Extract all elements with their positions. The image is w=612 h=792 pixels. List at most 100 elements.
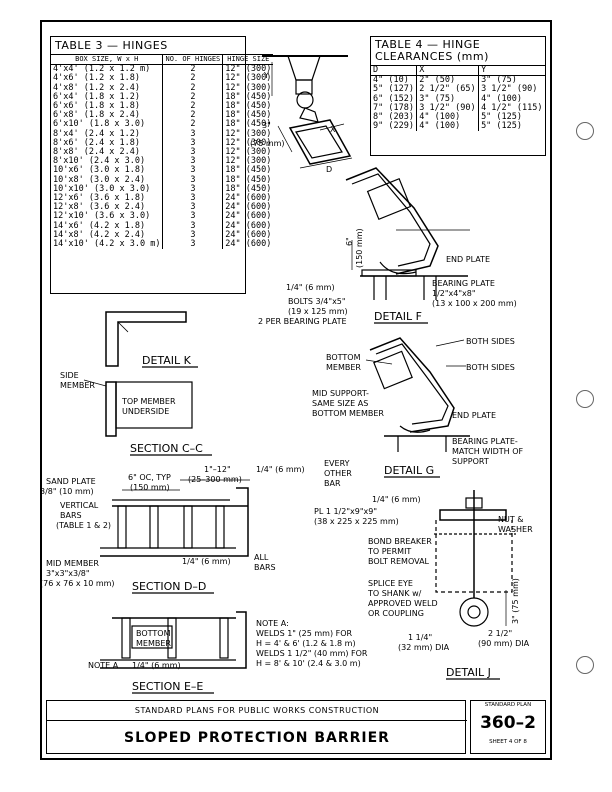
- spacing-metric: (150 mm): [130, 483, 170, 492]
- table-4-row: 6" (152)3" (75)4" (100): [371, 94, 545, 104]
- side-member-label: SIDE: [60, 371, 79, 380]
- table-3-cell: 12'x6' (3.6 x 1.8): [51, 193, 164, 204]
- table-3-cell: 12" (300): [225, 137, 272, 148]
- table-4-cell: 4" (10): [371, 75, 418, 86]
- splice-label-2: TO SHANK w/: [367, 589, 422, 598]
- bolts-metric: (19 x 125 mm): [288, 307, 348, 316]
- table-4-cell: 4" (100): [416, 122, 480, 132]
- all-bars-label-2: BARS: [254, 563, 276, 572]
- bolts-count: 2 PER BEARING PLATE: [258, 317, 347, 326]
- end-plate-label-g: END PLATE: [452, 411, 496, 420]
- table-3-cell: 3: [162, 212, 224, 222]
- bond-breaker-label-3: BOLT REMOVAL: [368, 557, 430, 566]
- table-4-subtitle: CLEARANCES (mm): [375, 50, 489, 63]
- note-a-line-4: H = 8' & 10' (2.4 & 3.0 m): [256, 659, 361, 668]
- bolts-label: BOLTS 3/4"x5": [288, 297, 346, 306]
- detail-f-title: DETAIL F: [374, 310, 422, 323]
- table-3-cell: 18" (450): [225, 165, 272, 176]
- dim-3in: 3": [262, 121, 271, 130]
- note-a-ref: NOTE A: [88, 661, 119, 670]
- section-dd-drawing: SAND PLATE 3/8" (10 mm) 6" OC, TYP (150 …: [40, 459, 352, 594]
- table-4-row: 8" (203)4" (100)5" (125): [371, 112, 545, 123]
- table-3-cell: 3: [162, 129, 224, 139]
- plate-metric: (38 x 225 x 225 mm): [314, 517, 399, 526]
- hinge-detail: Y X D 3" (75 mm): [250, 55, 353, 174]
- table-3-cell: 12" (300): [225, 156, 272, 167]
- section-ee-title: SECTION E–E: [132, 680, 203, 693]
- table-3-cell: 18" (450): [225, 174, 272, 185]
- bearing-plate-size: 1/2"x4"x8": [432, 289, 476, 298]
- table-4-cell: 3" (75): [481, 75, 517, 86]
- mid-member-metric: (76 x 76 x 10 mm): [40, 579, 115, 588]
- table-4-cell: 2 1/2" (65): [416, 85, 480, 95]
- table-3-cell: 14'x8' (4.2 x 2.4): [51, 230, 164, 241]
- mid-member-label: MID MEMBER: [46, 559, 99, 568]
- col-x: X: [416, 64, 480, 77]
- table-3-hinges: TABLE 3 — HINGES BOX SIZE, W x H NO. OF …: [50, 36, 274, 294]
- table-3-cell: 14'x6' (4.2 x 1.8): [51, 221, 164, 231]
- col-y: Y: [478, 64, 545, 77]
- mid-support-label-3: BOTTOM MEMBER: [312, 409, 384, 418]
- punch-hole: [576, 656, 594, 674]
- table-3-cell: 6'x10' (1.8 x 3.0): [51, 120, 164, 130]
- detail-f-drawing: 6" (150 mm) END PLATE BEARING PLATE 1/2"…: [258, 167, 517, 326]
- table-3-cell: 10'x8' (3.0 x 2.4): [51, 175, 164, 185]
- col-d: D: [371, 64, 418, 77]
- table-3-cell: 12'x8' (3.6 x 2.4): [51, 203, 164, 213]
- table-3-cell: 8'x10' (2.4 x 3.0): [51, 157, 164, 167]
- dim-y: Y: [263, 71, 269, 80]
- table-4-cell: 9" (229): [371, 122, 418, 132]
- bond-breaker-label: BOND BREAKER: [368, 537, 432, 546]
- section-ee-drawing: BOTTOM MEMBER NOTE A 1/4" (6 mm) NOTE A:…: [88, 611, 368, 694]
- bearing-plate-label: BEARING PLATE: [432, 279, 495, 288]
- table-4-row: 7" (178)3 1/2" (90)4 1/2" (115): [371, 103, 545, 114]
- dim-6in: 6": [345, 237, 354, 246]
- table-3-cell: 3: [162, 157, 224, 167]
- bottom-member-label: BOTTOM: [326, 353, 361, 362]
- col-hinge-size: HINGE SIZE: [222, 53, 274, 66]
- weld-label: 1/4" (6 mm): [286, 283, 335, 292]
- sand-plate-label: SAND PLATE: [46, 477, 96, 486]
- table-3-cell: 6'x6' (1.8 x 1.8): [51, 101, 164, 112]
- table-4-row: 9" (229)4" (100)5" (125): [371, 122, 545, 132]
- table-4-row: 4" (10)2" (50)3" (75): [371, 75, 545, 86]
- range-label: 1"–12": [204, 465, 231, 474]
- detail-k-title: DETAIL K: [142, 354, 192, 367]
- table-3-cell: 3: [162, 221, 224, 231]
- table-4-cell: 5" (125): [481, 112, 523, 123]
- section-cc-title: SECTION C–C: [130, 442, 203, 455]
- table-3-cell: 12" (300): [225, 73, 272, 84]
- dim-d: D: [326, 165, 332, 174]
- sheet-number: SHEET 4 OF 8: [489, 739, 527, 745]
- both-sides-label-2: BOTH SIDES: [466, 363, 515, 372]
- table-3-cell: 18" (450): [225, 91, 272, 102]
- table-3-cell: 8'x4' (2.4 x 1.2): [51, 129, 164, 139]
- sheet-border: [40, 20, 552, 760]
- table-4-cell: 3 1/2" (90): [481, 84, 538, 95]
- punch-hole: [576, 390, 594, 408]
- spacing-label: 6" OC, TYP: [128, 473, 171, 482]
- table-4-cell: 3" (75): [416, 94, 480, 104]
- table-3-cell: 3: [162, 166, 224, 176]
- table-3-cell: 8'x6' (2.4 x 1.8): [51, 138, 164, 149]
- bond-breaker-label-2: TO PERMIT: [367, 547, 411, 556]
- table-4-row: 5" (127)2 1/2" (65)3 1/2" (90): [371, 84, 545, 95]
- detail-j-drawing: NUT & WASHER 1/4" (6 mm) PL 1 1/2"x9"x9"…: [314, 490, 533, 680]
- detail-g-title: DETAIL G: [384, 464, 434, 477]
- bearing-plate-label-g3: SUPPORT: [452, 457, 489, 466]
- top-member-label: TOP MEMBER: [121, 397, 176, 406]
- table-3-cell: 18" (450): [225, 110, 272, 121]
- note-a-line-2: H = 4' & 6' (1.2 & 1.8 m): [256, 639, 356, 648]
- table-3-cell: 2: [162, 101, 224, 112]
- bottom-member-ee-2: MEMBER: [136, 639, 171, 648]
- mid-member-size: 3"x3"x3/8": [46, 569, 90, 578]
- table-3-cell: 10'x6' (3.0 x 1.8): [51, 166, 164, 176]
